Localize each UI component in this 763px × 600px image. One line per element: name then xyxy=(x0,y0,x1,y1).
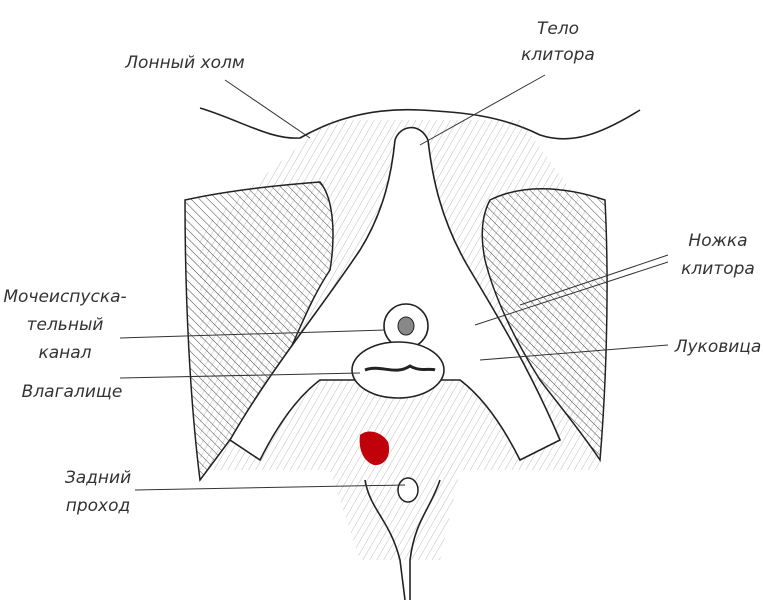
label-clitoris-crus-2: клитора xyxy=(681,259,755,279)
label-urethra-3: канал xyxy=(38,343,91,363)
label-clitoris-body-1: Тело xyxy=(537,19,579,39)
label-urethra-1: Мочеиспуска- xyxy=(3,287,126,307)
right-muscle xyxy=(481,188,608,463)
red-marker xyxy=(359,431,390,466)
label-urethra-2: тельный xyxy=(27,315,104,335)
label-clitoris-crus-1: Ножка xyxy=(688,231,747,251)
label-clitoris-body-2: клитора xyxy=(521,45,595,65)
vestibule xyxy=(228,126,562,462)
label-vagina: Влагалище xyxy=(22,382,123,402)
label-mons-pubis: Лонный холм xyxy=(124,53,245,73)
anal-area xyxy=(364,479,441,600)
anus-opening xyxy=(397,477,419,503)
mons-pubis-outline xyxy=(199,107,641,140)
label-bulb: Луковица xyxy=(674,337,762,357)
label-anus-2: проход xyxy=(66,496,131,516)
label-anus-1: Задний xyxy=(65,468,131,488)
